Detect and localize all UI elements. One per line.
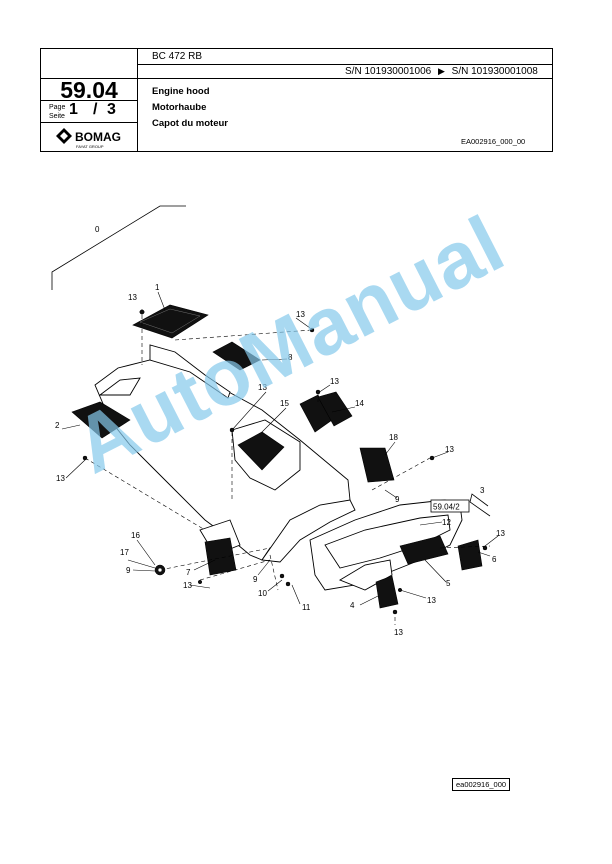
panel-inserts [71,304,483,609]
divider [41,122,137,123]
dashed-leaders [84,315,491,625]
callout: 13 [330,377,339,386]
page-label: Page Seite [49,103,65,121]
callout: 8 [288,353,293,362]
reference-label: 59.04/2 [433,503,460,512]
section-number: 59.04 [60,77,118,103]
panel-1 [132,304,209,339]
page-label-en: Page [49,104,66,111]
callout: 15 [280,399,289,408]
callout: 1 [155,283,160,292]
serial-range: S/N 101930001006 ▶ S/N 101930001008 [345,66,538,77]
callout: 10 [258,589,267,598]
page-total: 3 [107,101,116,118]
callout: 3 [480,486,485,495]
callout: 13 [183,581,192,590]
serial-from: S/N 101930001006 [345,66,432,77]
logo-text: BOMAG [75,130,121,144]
title-en: Engine hood [152,86,210,97]
leader-line [469,493,491,517]
title-fr: Capot du moteur [152,118,228,129]
panel-8 [212,341,261,371]
callout: 13 [56,474,65,483]
callout: 7 [186,568,191,577]
callout: 9 [395,495,400,504]
callout: 9 [126,566,131,575]
callout: 17 [120,548,129,557]
callout: 14 [355,399,364,408]
callout: 16 [131,531,140,540]
reference-box [430,499,470,513]
callout: 5 [446,579,451,588]
panel-5 [399,535,449,565]
callout: 13 [258,383,267,392]
callout: 13 [445,445,454,454]
image-reference: ea002916_000 [452,778,511,791]
callout: 11 [302,603,311,612]
fasteners [82,309,488,615]
callout: 12 [442,518,451,527]
callout: 13 [128,293,137,302]
page-label-de: Seite [49,113,65,120]
solid-leaders [61,291,499,606]
document-id: EA002916_000_00 [461,137,526,146]
panel-6 [457,539,483,571]
page-separator: / [93,101,98,118]
divider [137,49,138,152]
callout: 0 [95,225,100,234]
page-current: 1 [69,101,78,118]
divider [137,64,552,65]
logo-subtext: FAYAT GROUP [76,144,104,149]
bomag-logo-icon: BOMAG FAYAT GROUP [56,128,121,149]
callout: 6 [492,555,497,564]
panel-18 [359,447,395,483]
divider [41,78,552,79]
callout: 13 [496,529,505,538]
callout: 18 [389,433,398,442]
divider [41,100,137,101]
callout: 9 [253,575,258,584]
leader-line [51,205,186,290]
header-table: BC 472 RB S/N 101930001006 ▶ S/N 1019300… [40,48,553,152]
arrow-icon: ▶ [437,66,445,76]
title-de: Motorhaube [152,102,207,113]
bomag-logo: BOMAG FAYAT GROUP [55,126,135,150]
callout: 13 [394,628,403,637]
panel-15-seal [317,391,353,427]
callout: 13 [427,596,436,605]
callouts: 0 1 2 3 4 5 6 7 8 9 9 9 10 11 12 13 13 1… [55,225,505,637]
panel-4 [375,575,399,609]
panel-2 [71,401,131,439]
callout: 4 [350,601,355,610]
callout: 13 [296,310,305,319]
serial-to: S/N 101930001008 [451,66,538,77]
callout: 2 [55,421,60,430]
panel-center [237,431,285,471]
model-name: BC 472 RB [152,51,203,62]
